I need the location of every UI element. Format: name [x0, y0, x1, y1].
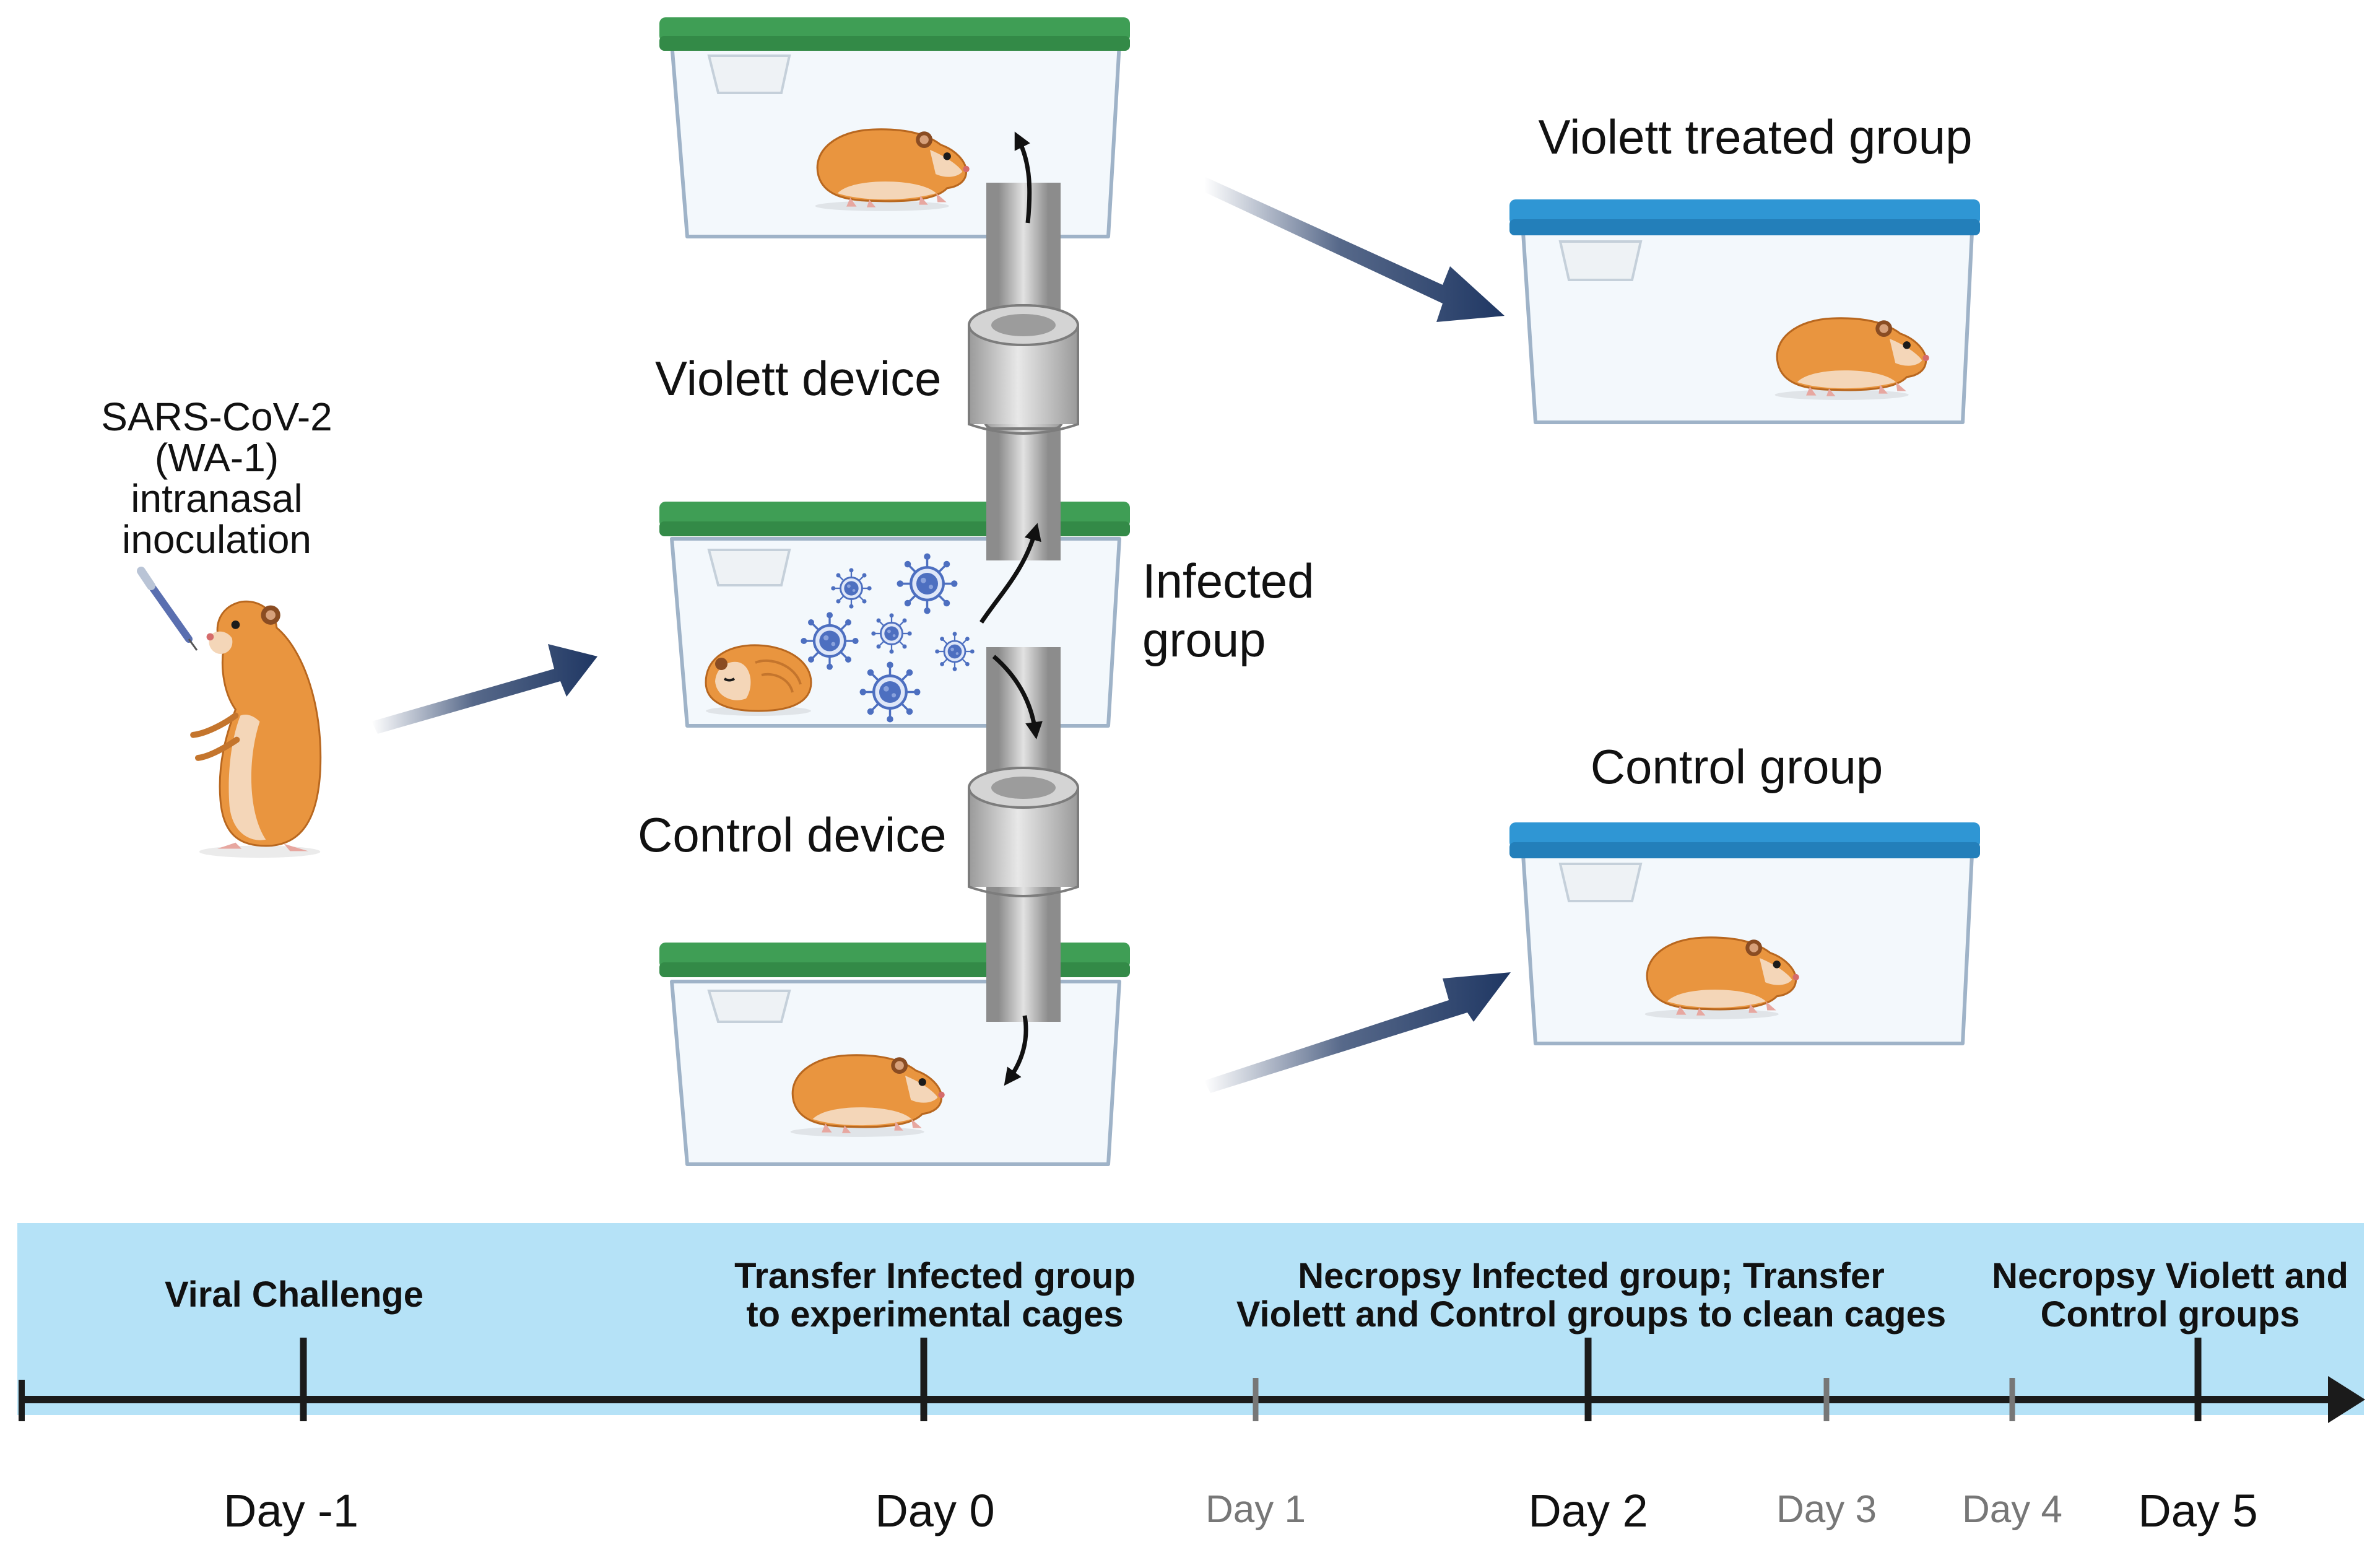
timeline-event-line: Necropsy Infected group; Transfer	[1298, 1256, 1885, 1296]
transfer-arrow-to-control-cage	[1204, 972, 1511, 1093]
timeline-band	[17, 1223, 2364, 1415]
label-line: (WA-1)	[155, 435, 279, 480]
tube-device-icon	[968, 183, 1079, 1022]
hamster-icon	[705, 643, 812, 717]
timeline-day-label: Day 2	[1528, 1485, 1648, 1536]
virus-icon	[830, 567, 873, 610]
virus-icon	[860, 662, 921, 723]
transfer-arrow-to-cage	[371, 644, 597, 734]
timeline-event-line: to experimental cages	[746, 1294, 1123, 1335]
control-group-label: Control group	[1591, 739, 1883, 794]
label-line: SARS-CoV-2	[101, 394, 332, 439]
transfer-arrow-to-violett-cage	[1204, 176, 1505, 322]
timeline-day-label: Day 3	[1776, 1488, 1877, 1531]
timeline-day-label: Day 5	[2138, 1485, 2257, 1536]
violett-treated-group-label: Violett treated group	[1538, 110, 1972, 164]
timeline-event-0: Viral Challenge	[165, 1274, 423, 1315]
violett-device-label: Violett device	[655, 351, 942, 406]
label-line: intranasal	[131, 476, 303, 521]
timeline-arrowhead	[2328, 1376, 2365, 1423]
timeline-event-line: Viral Challenge	[165, 1274, 423, 1315]
airflow-arrows	[979, 131, 1043, 1086]
timeline-event-line: Control groups	[2041, 1294, 2300, 1335]
timeline-day-label: Day 4	[1962, 1488, 2062, 1531]
hamster-icon	[193, 601, 321, 858]
timeline-event-line: Violett and Control groups to clean cage…	[1236, 1294, 1946, 1335]
syringe-icon	[137, 567, 198, 651]
timeline-ticks	[300, 1338, 2202, 1421]
timeline-day-label: Day -1	[224, 1485, 358, 1536]
virus-icon	[934, 630, 976, 673]
timeline-day-label: Day 1	[1205, 1488, 1306, 1531]
control-device-label: Control device	[638, 808, 947, 862]
timeline-day-labels: Day -1 Day 0 Day 1 Day 2 Day 3 Day 4 Day 5	[224, 1485, 2258, 1536]
label-line: inoculation	[122, 517, 311, 562]
label-line: group	[1142, 612, 1266, 667]
timeline-day-label: Day 0	[875, 1485, 994, 1536]
timeline-event-line: Transfer Infected group	[734, 1256, 1136, 1296]
cage-icon	[1509, 199, 1980, 424]
timeline-event-line: Necropsy Violett and	[1992, 1256, 2348, 1296]
label-line: Infected	[1142, 554, 1314, 608]
virus-icon	[870, 612, 913, 655]
virus-icon	[801, 612, 858, 669]
virus-icon	[897, 554, 958, 614]
